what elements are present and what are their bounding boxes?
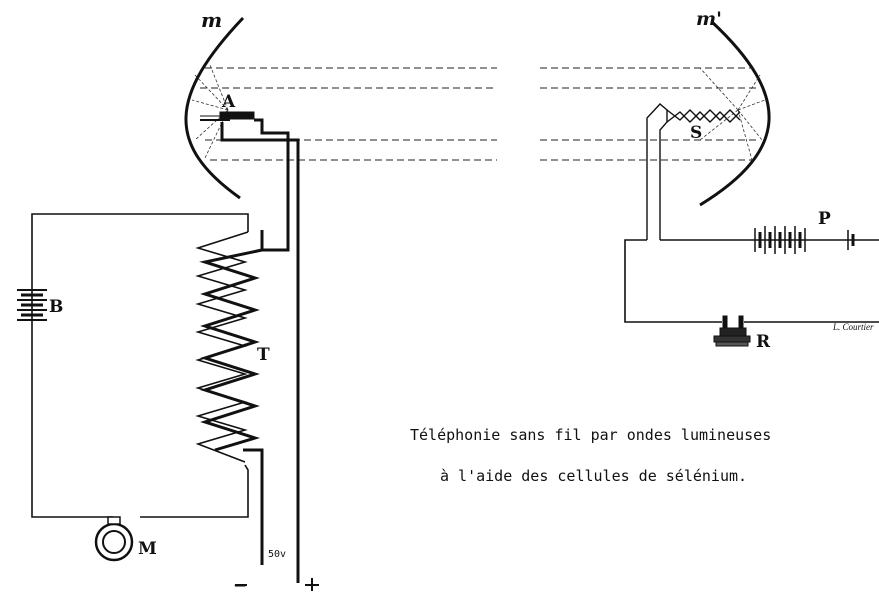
- label-selenium-cell: S: [690, 123, 702, 143]
- label-voltage: 50v: [268, 549, 286, 560]
- label-receiver: R: [756, 332, 771, 352]
- arc-lamp: [200, 111, 255, 121]
- caption-line-2: à l'aide des cellules de sélénium.: [440, 467, 747, 485]
- label-mirror-left: m: [201, 8, 222, 32]
- caption-line-1: Téléphonie sans fil par ondes lumineuses: [410, 426, 771, 444]
- primary-loop: [31, 213, 249, 518]
- focal-rays-right: [699, 67, 766, 161]
- terminal-marks: [235, 578, 319, 591]
- label-arc-lamp: A: [221, 92, 236, 112]
- battery-p: [754, 226, 855, 254]
- battery-b: [17, 289, 47, 321]
- selenium-cell: [646, 103, 741, 240]
- mirror-left: [184, 16, 245, 200]
- signature: L. Courtier: [832, 322, 874, 332]
- label-battery-b: B: [49, 297, 63, 317]
- label-mirror-right: m': [696, 8, 722, 30]
- transformer-coil: [195, 231, 263, 463]
- right-circuit-wires: [624, 239, 879, 323]
- mirror-right: [699, 20, 771, 207]
- label-transformer: T: [257, 345, 270, 365]
- light-beams: [200, 67, 758, 161]
- label-minus: −: [233, 576, 247, 591]
- microphone: [94, 516, 134, 562]
- receiver: [713, 315, 751, 347]
- label-battery-p: P: [818, 209, 831, 229]
- label-microphone: M: [138, 539, 157, 559]
